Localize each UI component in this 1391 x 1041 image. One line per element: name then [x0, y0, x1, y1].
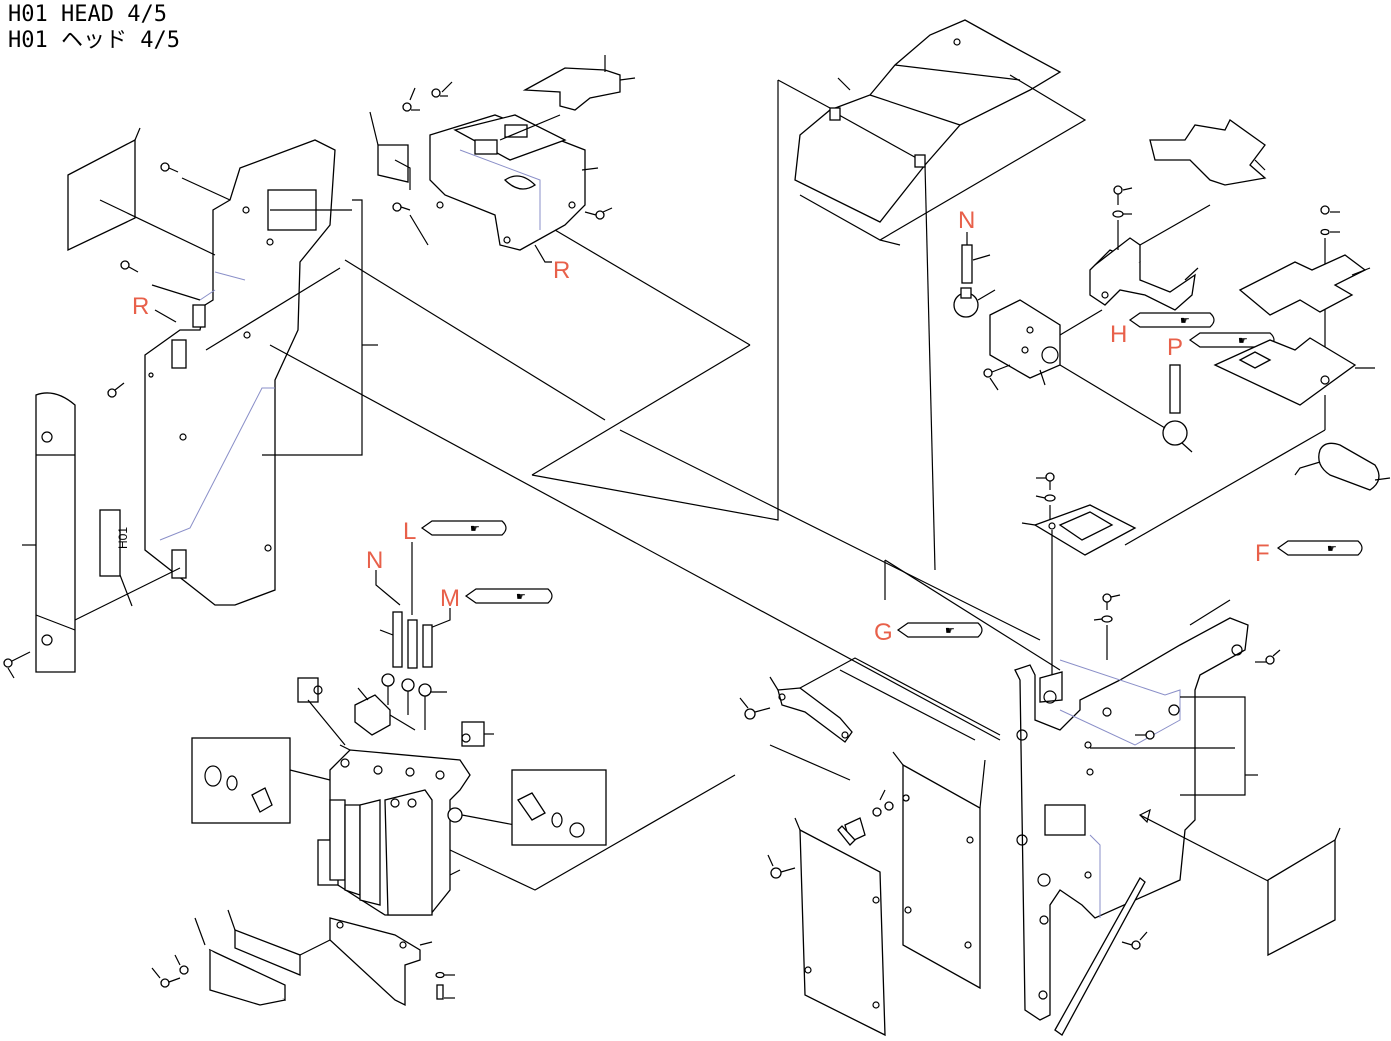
rod-pin: [1170, 365, 1180, 413]
solenoid-coil: [462, 722, 494, 746]
ref-letter-g: G: [874, 619, 893, 646]
standoff-spacer: [838, 790, 909, 845]
screw-part: [740, 698, 770, 719]
rod-pin: [962, 245, 990, 283]
insulator-plate: [893, 752, 985, 988]
pointing-hand-icon: ☛: [1180, 314, 1190, 327]
top-bracket: [430, 115, 585, 250]
fitting-nut: [382, 674, 447, 730]
head-top-cover: [795, 20, 1060, 222]
pointing-hand-icon: ☛: [516, 590, 526, 603]
label-sheet: [1268, 828, 1340, 955]
ref-letter-n: N: [958, 207, 975, 234]
screw-part: [4, 652, 30, 678]
fitting-knob: [954, 288, 995, 317]
screw-part: [1255, 650, 1280, 664]
head-frame: [1015, 618, 1248, 1020]
screw-part: [1122, 932, 1147, 949]
screw-part: [984, 365, 1010, 390]
ref-letter-h: H: [1110, 321, 1127, 348]
solenoid-coil: [298, 678, 322, 702]
reference-tag-l: ☛: [422, 521, 506, 535]
screw-part: [403, 82, 452, 111]
svg-text:H01: H01: [116, 527, 130, 549]
screw-part: [161, 163, 230, 200]
manifold-bracket: [330, 918, 432, 1005]
pointing-hand-icon: ☛: [470, 522, 480, 535]
ref-letter-r: R: [132, 293, 149, 320]
reference-tag-h: ☛: [1130, 313, 1214, 327]
back-plate: [795, 818, 885, 1035]
ref-letter-m: M: [440, 585, 460, 612]
mount-bracket: [1090, 205, 1210, 310]
reference-tag-f: ☛: [1278, 541, 1362, 555]
heater-cartridge: [1295, 443, 1390, 490]
screw-part: [152, 955, 188, 987]
reference-tag-m: ☛: [466, 589, 552, 603]
cover-channel: [195, 910, 330, 1005]
rod-pin: [393, 612, 432, 668]
ref-letter-r: R: [553, 257, 570, 284]
detail-inset-seals: [192, 738, 330, 823]
ref-letter-p: P: [1167, 334, 1183, 361]
ref-letter-f: F: [1255, 540, 1270, 567]
detail-inset-seals: [512, 770, 606, 845]
ref-letter-n: N: [366, 547, 383, 574]
sensor-block: [990, 300, 1102, 385]
screw-part: [585, 208, 612, 219]
fitting-knob: [1163, 421, 1192, 452]
ref-letter-l: L: [403, 518, 416, 545]
gasket-pad: [370, 112, 410, 190]
insulation-sheet: [1240, 255, 1370, 315]
base-sheet: [1215, 338, 1375, 405]
pointing-hand-icon: ☛: [1327, 542, 1337, 555]
front-cover-strip: [22, 393, 75, 672]
small-bracket: [770, 677, 852, 742]
pointing-hand-icon: ☛: [945, 624, 955, 637]
reference-tag-g: ☛: [898, 623, 982, 637]
screw-part: [436, 973, 455, 1000]
h01-label-plate: H01: [100, 510, 132, 606]
valve-manifold: [318, 745, 470, 915]
screw-part: [768, 855, 795, 878]
screw-part: [1036, 473, 1055, 520]
label-sheet: [68, 128, 215, 255]
pointing-hand-icon: ☛: [1238, 334, 1248, 347]
cover-sheet: [1150, 120, 1265, 185]
screw-part: [108, 383, 124, 397]
solenoid-coil: [355, 688, 415, 735]
screw-part: [393, 203, 428, 245]
circuit-board: [1022, 505, 1135, 680]
screw-part: [1094, 594, 1120, 660]
